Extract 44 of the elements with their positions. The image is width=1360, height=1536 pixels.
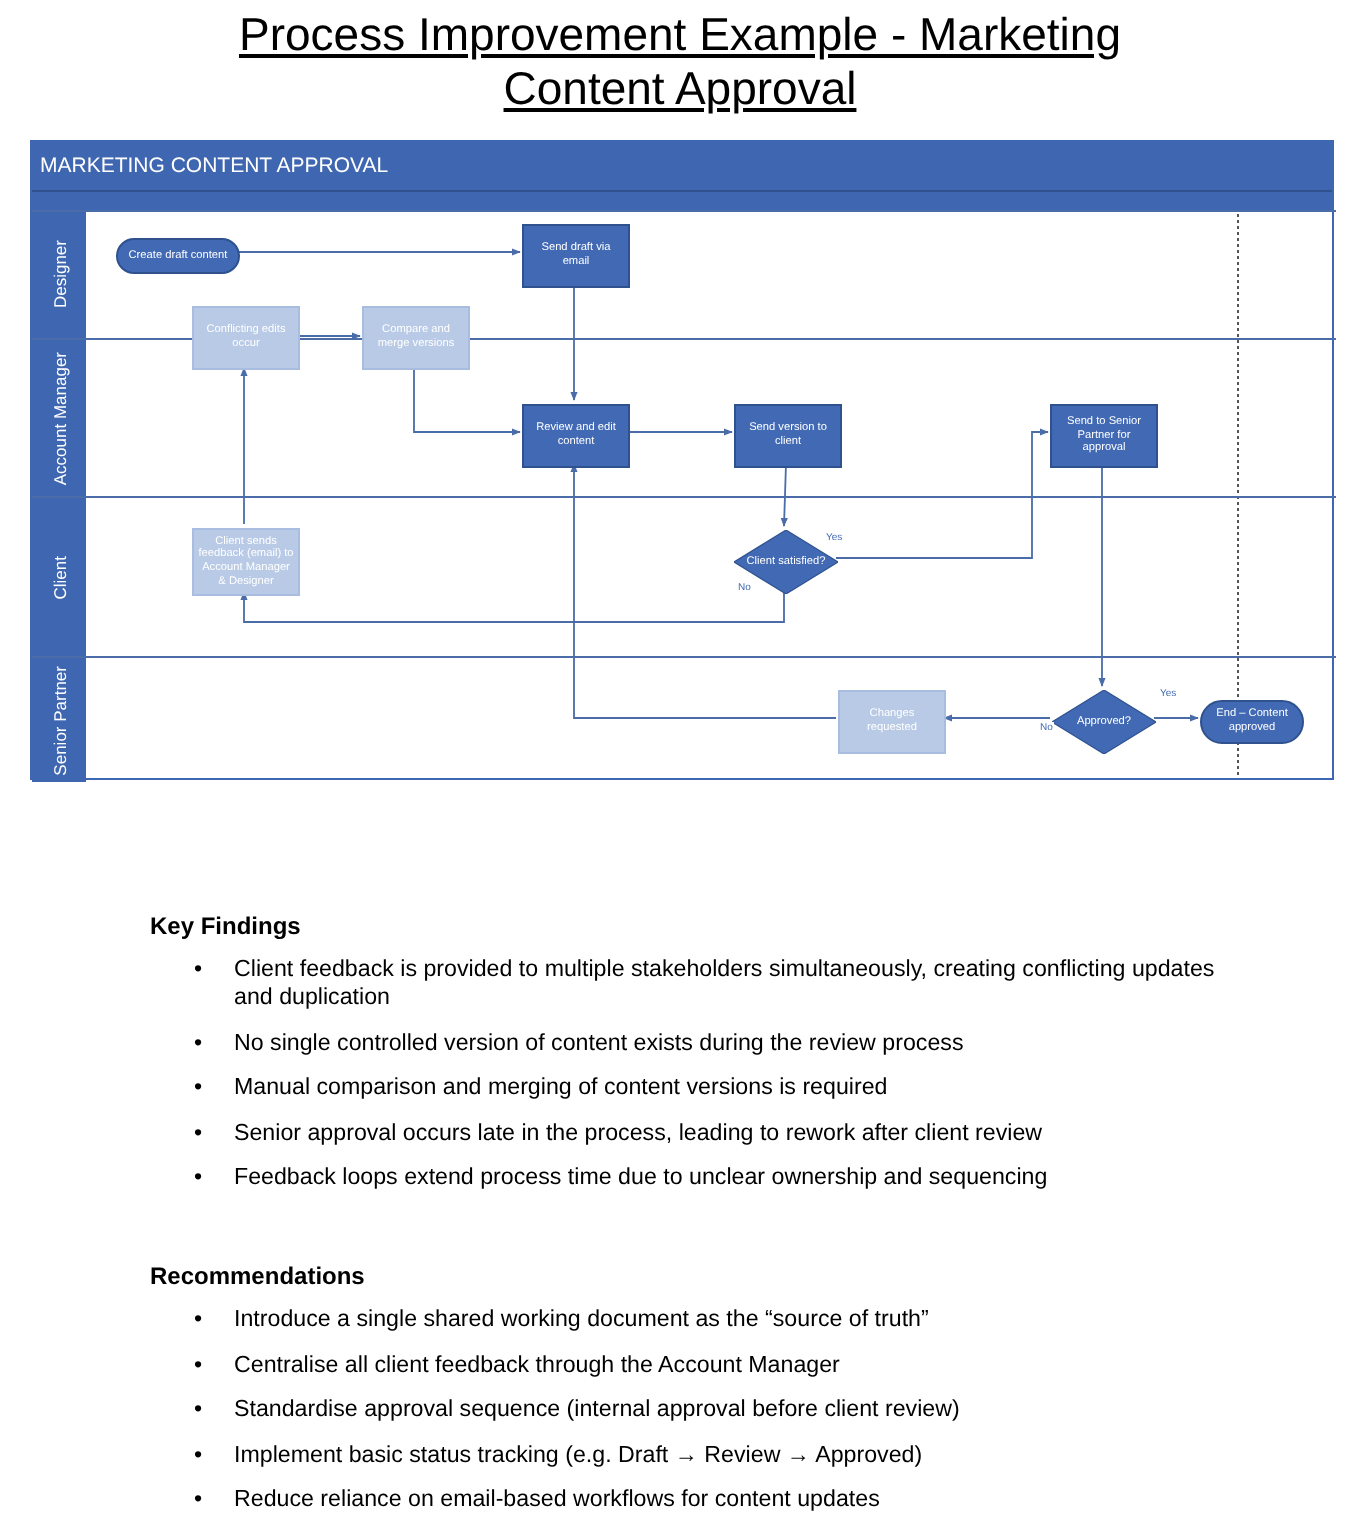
arrow	[570, 283, 578, 401]
bullet-item: No single controlled version of content exists during the review process	[234, 1029, 966, 1057]
bullet-marker: •	[194, 1074, 203, 1102]
bullet-marker: •	[194, 1486, 203, 1514]
lane-label: Senior Partner	[32, 658, 86, 782]
bullet-item: Centralise all client feedback through the Account Manager	[234, 1351, 842, 1379]
bullet-marker: •	[194, 1351, 203, 1379]
arrow	[780, 463, 788, 527]
arrow	[297, 332, 361, 340]
pool	[30, 140, 1334, 780]
arrow	[240, 589, 785, 623]
bullet-marker: •	[194, 1306, 203, 1334]
bullet-item: Senior approval occurs late in the process, leading to rework after client review	[234, 1119, 1045, 1147]
bullet-marker: •	[194, 956, 203, 984]
arrow	[943, 714, 1051, 722]
arrow	[570, 463, 837, 719]
page-title: Process Improvement Example - Marketing Content Approval	[237, 8, 1123, 116]
section-heading: Recommendations	[150, 1262, 365, 1290]
arrow	[1153, 714, 1199, 722]
lane-label: Designer	[32, 212, 86, 338]
pool-title: MARKETING CONTENT APPROVAL	[32, 142, 1332, 192]
arrow	[1098, 463, 1106, 687]
bullet-marker: •	[194, 1396, 203, 1424]
lane-label: Account Manager	[32, 340, 86, 496]
bullet-marker: •	[194, 1029, 203, 1057]
bullet-item: Manual comparison and merging of content versions is required	[234, 1074, 890, 1102]
bullet-item: Standardise approval sequence (internal approval before client review)	[234, 1396, 962, 1424]
bullet-item: Implement basic status tracking (e.g. Draft → Review → Approved)	[234, 1441, 925, 1469]
swimlane	[32, 496, 1336, 656]
swimlane	[32, 656, 1336, 782]
lane-label: Client	[32, 498, 86, 656]
bullet-item: Feedback loops extend process time due to unclear ownership and sequencing	[234, 1164, 1050, 1192]
bullet-item: Introduce a single shared working document as the “source of truth”	[234, 1306, 931, 1334]
bullet-marker: •	[194, 1164, 203, 1192]
bullet-marker: •	[194, 1441, 203, 1469]
arrow	[835, 428, 1049, 559]
bullet-item: Client feedback is provided to multiple stakeholders simultaneously, creating conflicting updates and duplication	[234, 956, 1217, 1012]
arrow	[413, 367, 521, 436]
bullet-marker: •	[194, 1119, 203, 1147]
arrow	[237, 248, 521, 256]
arrow	[240, 367, 248, 525]
section-heading: Key Findings	[150, 912, 301, 940]
bullet-item: Reduce reliance on email-based workflows for content updates	[234, 1486, 882, 1514]
arrow	[627, 428, 733, 436]
